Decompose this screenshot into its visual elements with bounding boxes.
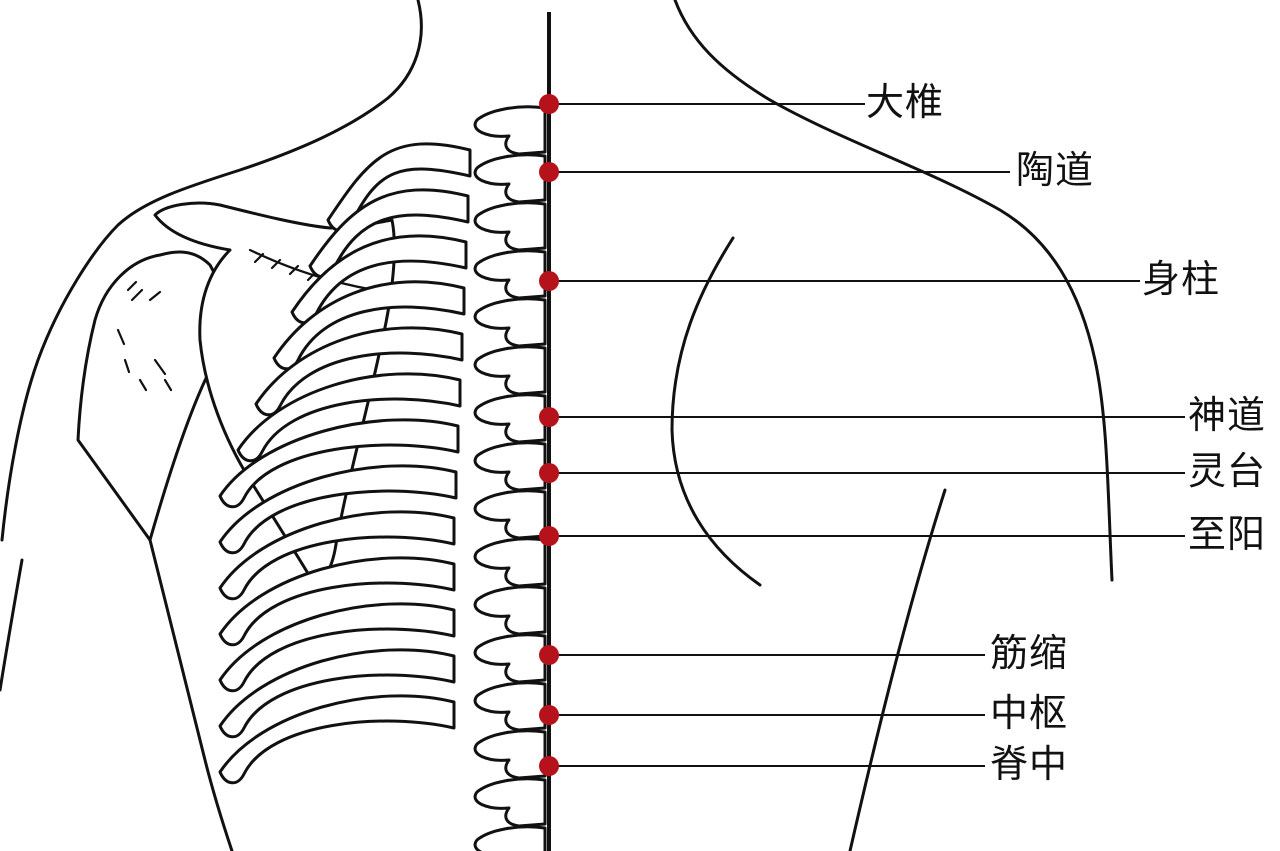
acupoint-marker bbox=[539, 756, 559, 776]
acupoint-marker bbox=[539, 407, 559, 427]
left-humerus bbox=[76, 250, 223, 542]
acupoint-label-dazhui: 大椎 bbox=[866, 80, 945, 124]
acupoint-markers bbox=[539, 94, 559, 776]
acupoint-marker bbox=[539, 463, 559, 483]
vertebra bbox=[473, 777, 547, 828]
acupoint-label-lingtai: 灵台 bbox=[1188, 449, 1267, 493]
rib bbox=[218, 648, 456, 739]
vertebra bbox=[473, 825, 547, 851]
acupoint-label-jizhong: 脊中 bbox=[990, 742, 1069, 786]
acupoint-marker bbox=[539, 162, 559, 182]
acupoint-label-zhiyang: 至阳 bbox=[1188, 512, 1267, 556]
rib-cage bbox=[218, 142, 472, 785]
vertebra bbox=[473, 729, 547, 780]
rib bbox=[218, 694, 456, 785]
vertebra bbox=[473, 345, 547, 396]
vertebra bbox=[473, 489, 547, 540]
vertebra bbox=[473, 681, 547, 732]
vertebra bbox=[473, 297, 547, 348]
rib bbox=[272, 280, 466, 371]
acupoint-marker bbox=[539, 271, 559, 291]
vertebral-column bbox=[473, 105, 547, 851]
acupoint-label-taodao: 陶道 bbox=[1016, 148, 1095, 192]
acupoint-leader-lines bbox=[549, 103, 1185, 767]
vertebra bbox=[473, 105, 547, 156]
acupoint-label-zhongshu: 中枢 bbox=[990, 691, 1069, 735]
vertebra bbox=[473, 441, 547, 492]
acupoint-marker bbox=[539, 94, 559, 114]
acupoint-label-shenzhu: 身柱 bbox=[1142, 257, 1221, 301]
vertebra bbox=[473, 153, 547, 204]
vertebra bbox=[473, 633, 547, 684]
vertebra bbox=[473, 585, 547, 636]
vertebra bbox=[473, 201, 547, 252]
rib bbox=[218, 602, 456, 693]
vertebra bbox=[473, 249, 547, 300]
rib bbox=[254, 326, 464, 417]
acupoint-label-shendao: 神道 bbox=[1188, 393, 1267, 437]
rib bbox=[236, 372, 462, 463]
vertebra bbox=[473, 393, 547, 444]
rib bbox=[218, 418, 460, 509]
body-outline-left bbox=[0, 0, 423, 851]
rib bbox=[218, 510, 456, 601]
rib bbox=[218, 556, 456, 647]
acupoint-label-jinsuo: 筋缩 bbox=[990, 631, 1069, 675]
acupoint-marker bbox=[539, 645, 559, 665]
body-outline-right bbox=[670, 0, 1114, 851]
vertebra bbox=[473, 537, 547, 588]
rib bbox=[218, 464, 458, 555]
acupoint-marker bbox=[539, 526, 559, 546]
acupoint-marker bbox=[539, 705, 559, 725]
